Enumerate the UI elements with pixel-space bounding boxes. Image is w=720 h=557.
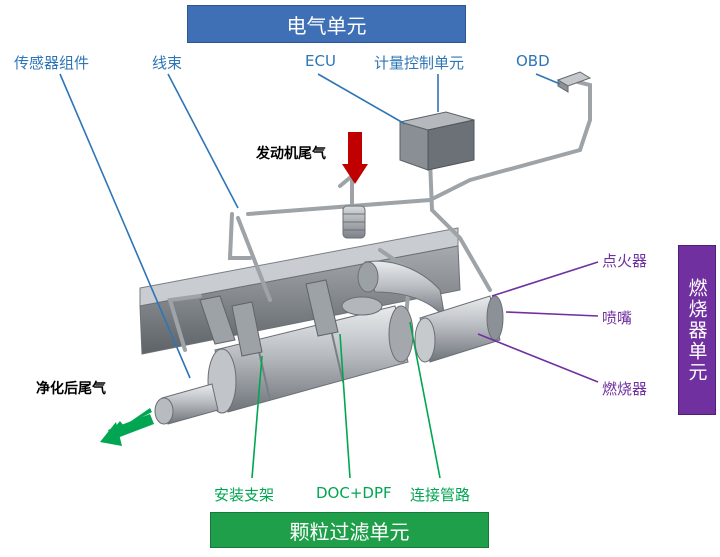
- engine-exhaust-label: 发动机尾气: [256, 146, 326, 162]
- electrical-unit-box: 电气单元: [187, 5, 466, 43]
- leader-lines-filter: [251, 321, 441, 479]
- igniter-label: 点火器: [602, 252, 648, 270]
- inlet-coil-shape: [342, 205, 366, 239]
- metering-control-unit-shape: [399, 111, 475, 171]
- burner-label: 燃烧器: [602, 380, 648, 398]
- burner-shape: [414, 295, 504, 363]
- clean-exhaust-arrow: [100, 408, 154, 446]
- wire-harness-label: 线束: [152, 54, 183, 72]
- engine-exhaust-arrow: [342, 132, 368, 184]
- metering-control-unit-label: 计量控制单元: [374, 54, 465, 72]
- ecu-label: ECU: [305, 52, 336, 70]
- mounting-bracket-label: 安装支架: [214, 486, 275, 504]
- wire-harness-lines: [167, 80, 592, 352]
- leader-lines-burner: [477, 261, 599, 383]
- burner-unit-box: 燃烧器单元: [678, 245, 716, 415]
- inlet-pipe-shape: [357, 260, 446, 320]
- mounting-bracket-shapes: [199, 279, 339, 357]
- particulate-filter-unit-box: 颗粒过滤单元: [210, 512, 489, 548]
- leader-lines-electrical: [59, 73, 561, 379]
- connecting-pipe-label: 连接管路: [410, 486, 471, 504]
- obd-label: OBD: [516, 52, 550, 70]
- doc-dpf-label: DOC+DPF: [316, 484, 392, 502]
- outlet-pipe-shape: [154, 383, 219, 425]
- nozzle-label: 喷嘴: [602, 309, 633, 327]
- sensor-assembly-label: 传感器组件: [14, 54, 90, 72]
- clean-exhaust-label: 净化后尾气: [36, 381, 106, 397]
